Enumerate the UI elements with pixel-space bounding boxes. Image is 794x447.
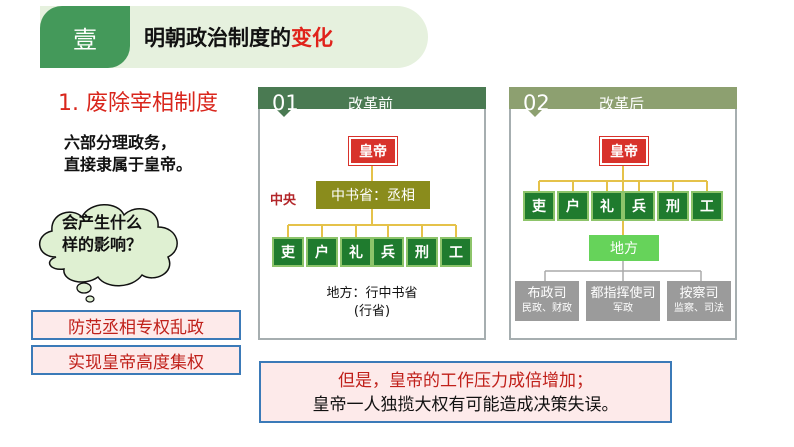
page-title: 明朝政治制度的变化 [144,6,333,68]
description-line2: 直接隶属于皇帝。 [64,155,193,174]
panel-number: 01 [272,91,299,115]
office-box-civil: 布政司 民政、财政 [515,281,579,321]
description: 六部分理政务， 直接隶属于皇帝。 [64,132,192,176]
ministry-box: 刑 [406,237,438,267]
ministry-box: 吏 [523,191,555,221]
ministry-box: 兵 [372,237,404,267]
ministry-box: 礼 [340,237,372,267]
panel-before-reform: 01 改革前 皇帝 中央 中书省：丞相 吏 户 礼 兵 刑 工 地方：行中书省 … [258,87,486,340]
emperor-box: 皇帝 [599,136,649,166]
tab-shape-icon [509,87,737,117]
question-text: 会产生什么 样的影响？ [62,212,172,256]
ministry-box: 吏 [272,237,304,267]
connector-lines [287,165,457,237]
panel-label: 改革后 [599,95,645,113]
ministry-box: 户 [557,191,589,221]
note-line2: 皇帝一人独揽大权有可能造成决策失误。 [312,395,619,415]
header-banner: 壹 明朝政治制度的变化 [40,6,428,68]
section-title: 1. 废除宰相制度 [58,91,218,116]
office-name: 布政司 [527,286,567,301]
conclusion-note: 但是，皇帝的工作压力成倍增加； 皇帝一人独揽大权有可能造成决策失误。 [259,361,672,423]
office-duty: 监察、司法 [674,303,724,314]
office-box-military: 都指挥使司 军政 [586,281,660,321]
central-label: 中央 [270,193,297,208]
ministry-box: 户 [306,237,338,267]
office-name: 都指挥使司 [590,286,656,301]
question-line1: 会产生什么 [62,213,143,232]
ministry-box: 礼 [591,191,623,221]
office-duty: 民政、财政 [522,303,572,314]
local-box: 地方 [589,235,659,261]
thought-cloud-icon [39,204,178,303]
panel-after-reform: 02 改革后 皇帝 吏 户 礼 兵 刑 工 地方 布政司 民政、财政 都指挥使司… [509,87,737,340]
title-prefix: 明朝政治制度的 [144,26,291,50]
panel-label: 改革前 [348,95,394,113]
office-box-judicial: 按察司 监察、司法 [667,281,731,321]
secretariat-box: 中书省：丞相 [316,181,430,209]
local-admin-text: 地方：行中书省 (行省) [260,285,484,321]
ministry-box: 工 [440,237,472,267]
ministry-box: 工 [691,191,723,221]
effect-tag-1: 防范丞相专权乱政 [31,310,241,340]
local-line2: (行省) [353,304,391,319]
emperor-box: 皇帝 [348,136,398,166]
description-line1: 六部分理政务， [64,133,177,152]
ministry-box: 刑 [657,191,689,221]
office-duty: 军政 [613,303,633,314]
effect-tag-2: 实现皇帝高度集权 [31,345,241,375]
tab-shape-icon [258,87,486,117]
office-name: 按察司 [679,286,719,301]
local-line1: 地方：行中书省 [326,286,418,301]
section-number-badge: 壹 [40,6,130,68]
title-highlight: 变化 [291,26,333,50]
ministry-box: 兵 [623,191,655,221]
panel-after-tab: 02 改革后 [509,87,737,119]
panel-number: 02 [523,91,550,115]
question-line2: 样的影响？ [62,235,143,254]
panel-before-tab: 01 改革前 [258,87,486,119]
note-line1: 但是，皇帝的工作压力成倍增加； [338,371,593,391]
